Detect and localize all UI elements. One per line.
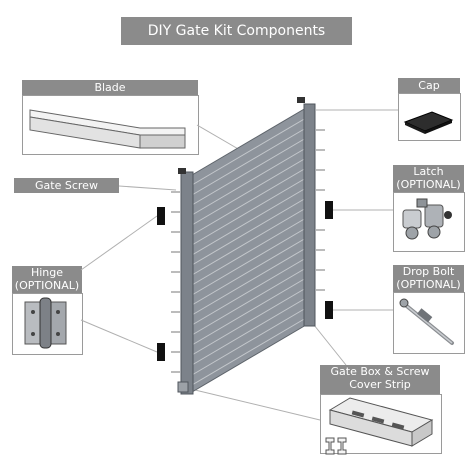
hinge-illustration	[24, 297, 67, 349]
screws-right	[316, 129, 325, 291]
leader-lines	[80, 109, 398, 421]
hinge-optional: (OPTIONAL)	[14, 279, 80, 292]
screws-left	[171, 191, 180, 373]
left-box-bottom	[177, 381, 189, 393]
cap-label: Cap	[398, 78, 460, 93]
hinge-block-bottom	[157, 343, 165, 361]
gate-blades	[191, 107, 307, 393]
gate-screw-leader	[118, 185, 177, 191]
gate-box-leader-2	[309, 319, 347, 366]
hinge-name: Hinge	[30, 266, 64, 279]
gate-box-leader	[194, 389, 321, 421]
diagram-title: DIY Gate Kit Components	[121, 17, 352, 45]
drop-bolt-label: Drop Bolt (OPTIONAL)	[393, 265, 464, 292]
blade-leader	[196, 124, 241, 151]
drop-bolt-optional: (OPTIONAL)	[396, 278, 461, 291]
blade-illustration	[29, 109, 186, 149]
gate-box-line1: Gate Box & Screw	[330, 365, 430, 378]
blade-lines	[191, 117, 307, 386]
cap-illustration	[403, 111, 454, 134]
blade-label: Blade	[22, 80, 198, 95]
gate-panel	[157, 97, 333, 395]
left-cap-top	[178, 168, 186, 174]
drop-bolt-name: Drop Bolt	[402, 265, 455, 278]
gate-screw-label: Gate Screw	[14, 178, 119, 193]
hinge-label: Hinge (OPTIONAL)	[12, 266, 82, 293]
latch-label: Latch (OPTIONAL)	[393, 165, 464, 192]
right-gate-box	[303, 103, 316, 327]
gate-box-line2: Cover Strip	[349, 378, 411, 391]
gate-box-label: Gate Box & Screw Cover Strip	[320, 365, 440, 394]
drop-bolt-illustration	[399, 298, 454, 345]
gate-box-illustration	[325, 397, 434, 455]
latch-block	[325, 201, 333, 219]
left-gate-box	[180, 171, 194, 395]
hinge-block-top	[157, 207, 165, 225]
hinge-leader-top	[80, 215, 158, 271]
latch-optional: (OPTIONAL)	[396, 178, 461, 191]
hinge-leader-bottom	[80, 319, 158, 353]
latch-name: Latch	[413, 165, 444, 178]
latch-illustration	[402, 198, 452, 240]
drop-bolt-block	[325, 301, 333, 319]
right-cap-top	[297, 97, 305, 103]
